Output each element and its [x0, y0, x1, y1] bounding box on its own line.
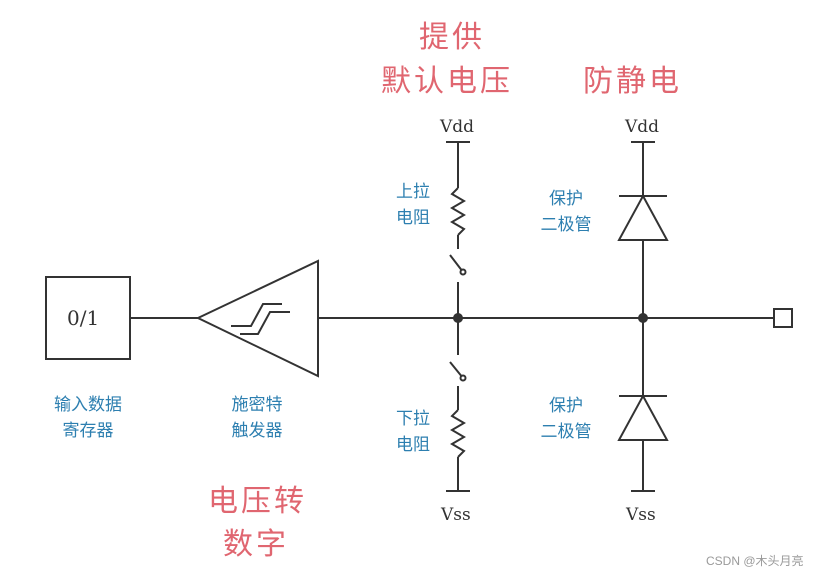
diode-bottom-label: 保护 二极管 [528, 393, 604, 445]
heading-voltage-to: 电压转 [208, 484, 307, 519]
junction-left [453, 313, 463, 323]
diode-bottom-body [617, 393, 669, 441]
pullup-label: 上拉 电阻 [388, 179, 438, 231]
diode-top-label-line1: 保护 [549, 189, 583, 209]
io-pad [773, 308, 793, 328]
heading-provide: 提供 [419, 20, 485, 55]
diode-bottom-label-line1: 保护 [549, 396, 583, 416]
vdd-label-left: Vdd [440, 117, 475, 137]
watermark: CSDN @木头月亮 [706, 554, 804, 568]
junction-right [638, 313, 648, 323]
heading-digital: 数字 [223, 527, 289, 562]
hysteresis-symbol-upper [231, 303, 282, 327]
vss-label-left: Vss [441, 505, 471, 525]
pulldown-resistor [450, 409, 466, 458]
vss-label-right: Vss [626, 505, 656, 525]
pulldown-label: 下拉 电阻 [388, 406, 438, 458]
pullup-switch [449, 254, 464, 273]
pulldown-label-line1: 下拉 [396, 409, 430, 429]
schmitt-label-line2: 触发器 [231, 421, 283, 441]
register-label: 输入数据 寄存器 [38, 392, 138, 444]
diode-top-label: 保护 二极管 [528, 186, 604, 238]
heading-default-voltage: 默认电压 [381, 64, 513, 99]
diode-top-label-line2: 二极管 [540, 215, 592, 235]
schmitt-label: 施密特 触发器 [212, 392, 302, 444]
pullup-switch-contact [459, 268, 467, 276]
schmitt-label-line1: 施密特 [231, 395, 283, 415]
pulldown-switch-contact [459, 374, 467, 382]
pullup-label-line1: 上拉 [396, 182, 430, 202]
pullup-label-line2: 电阻 [396, 208, 430, 228]
heading-esd: 防静电 [583, 64, 682, 99]
diode-top-body [617, 193, 669, 241]
pullup-resistor [450, 187, 466, 236]
register-box [45, 276, 131, 360]
schmitt-trigger-triangle [195, 259, 319, 378]
pulldown-label-line2: 电阻 [396, 435, 430, 455]
register-label-line1: 输入数据 [54, 395, 122, 415]
register-label-line2: 寄存器 [62, 421, 114, 441]
vdd-label-right: Vdd [625, 117, 660, 137]
register-value: 0/1 [67, 306, 100, 330]
hysteresis-symbol-lower [240, 311, 290, 335]
diode-bottom-label-line2: 二极管 [540, 422, 592, 442]
